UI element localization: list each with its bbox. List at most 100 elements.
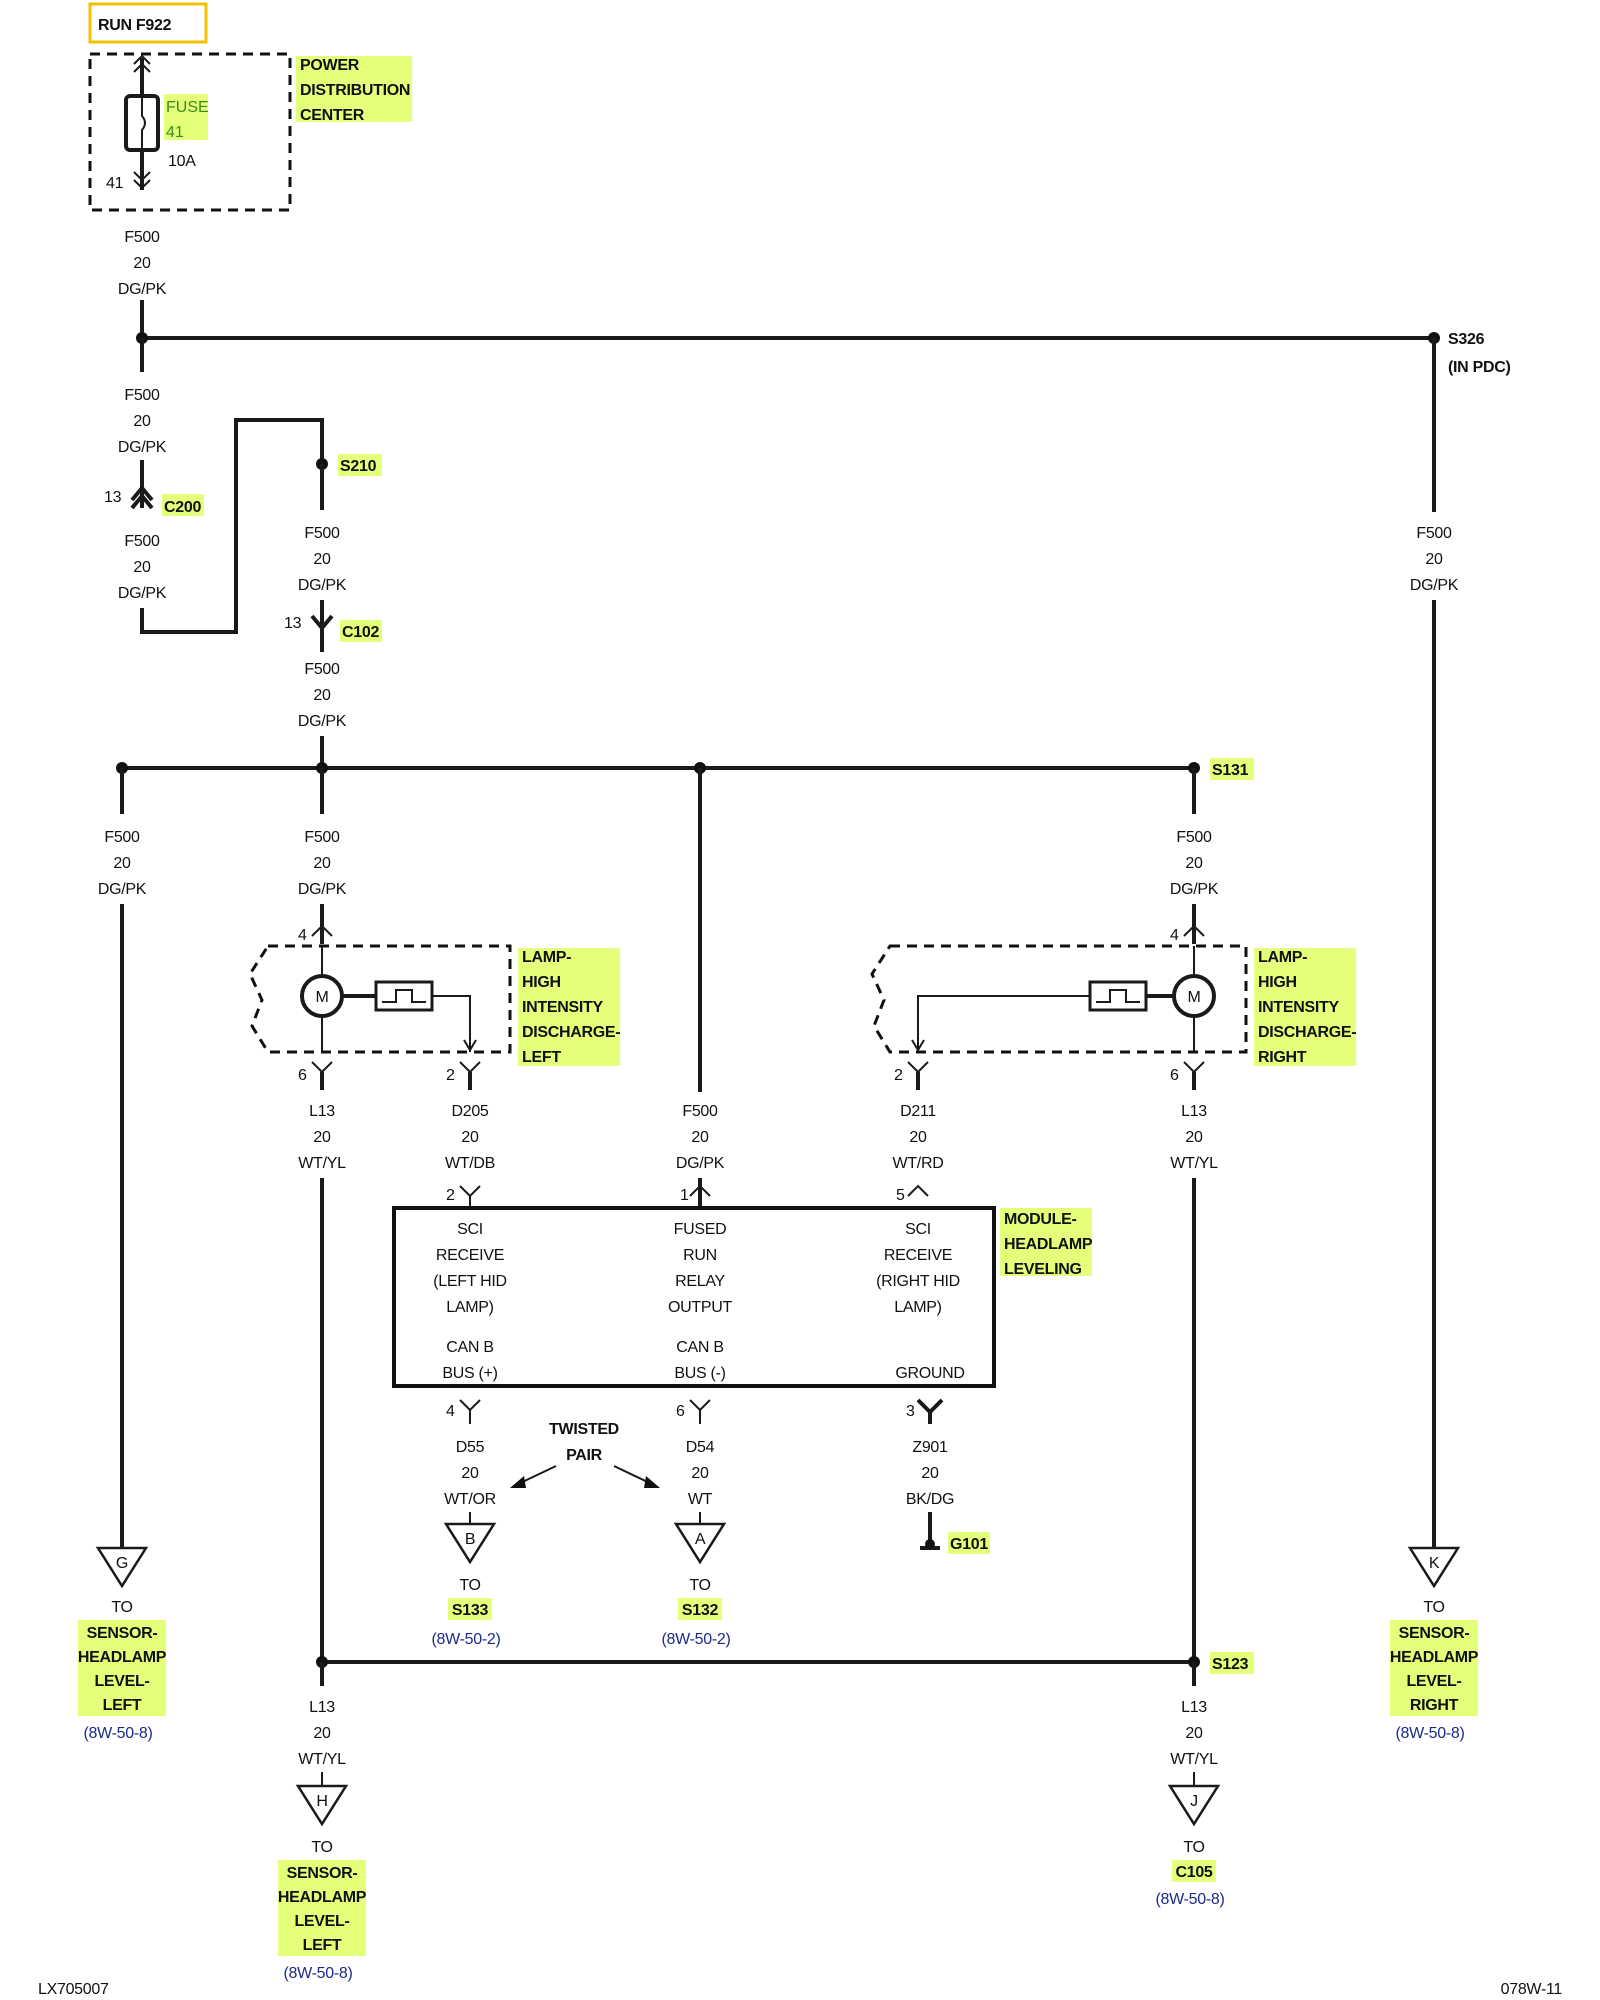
terminal-k-dest-2: HEADLAMP: [1390, 1649, 1479, 1666]
module-can-plus-1: CAN B: [446, 1339, 493, 1356]
wire-label-gauge: 20: [313, 1725, 331, 1742]
wire-label-color: DG/PK: [676, 1155, 725, 1172]
module-col-mid-3: RELAY: [675, 1273, 725, 1290]
s123-highlight: [1210, 1652, 1254, 1674]
lamp-left-internal-wire: [432, 995, 471, 1052]
terminal-g-dest-3: LEVEL-: [94, 1673, 149, 1690]
module-label-1: MODULE-: [1004, 1211, 1077, 1228]
module-label-2: HEADLAMP: [1004, 1236, 1093, 1253]
wire-label-circuit: D205: [451, 1103, 488, 1120]
wire-label-color: DG/PK: [98, 881, 147, 898]
terminal-h-dest-1: SENSOR-: [287, 1865, 358, 1882]
lamp-right-pin-top-icon: [1183, 924, 1205, 937]
module-pin-2-icon: [459, 1185, 481, 1206]
lamp-right-pin-top: 4: [1170, 927, 1179, 944]
fuse-label-highlight: [164, 94, 208, 140]
wire-label-color: DG/PK: [118, 585, 167, 602]
c200-highlight: [162, 494, 204, 516]
wire-label-color: DG/PK: [298, 577, 347, 594]
twisted-pair-arrowhead: [644, 1476, 660, 1488]
wire-label-color: WT/YL: [298, 1155, 346, 1172]
fuse-number: 41: [166, 124, 184, 141]
pdc-label-1: POWER: [300, 57, 360, 74]
lamp-left-box: [248, 944, 512, 1054]
pdc-label-highlight: [296, 56, 412, 122]
wire-label-color: WT/YL: [1170, 1155, 1218, 1172]
terminal-h-dest-2: HEADLAMP: [278, 1889, 367, 1906]
terminal-g-icon: [95, 1546, 149, 1589]
splice-s131-label: S131: [1212, 762, 1249, 779]
wire-label-gauge: 20: [313, 855, 331, 872]
wire-label-circuit: D55: [456, 1439, 485, 1456]
terminal-g-dest-1: SENSOR-: [87, 1625, 158, 1642]
module-label-3: LEVELING: [1004, 1261, 1082, 1278]
wire-label-circuit: F500: [124, 229, 160, 246]
lamp-right-label-1: LAMP-: [1258, 949, 1307, 966]
fuse-top-terminal: [133, 54, 151, 73]
terminal-g-dest-4: LEFT: [103, 1697, 142, 1714]
wire-label-gauge: 20: [691, 1465, 709, 1482]
fuse-cavity: 41: [106, 175, 124, 192]
wire-label-gauge: 20: [113, 855, 131, 872]
wire-label-color: DG/PK: [298, 713, 347, 730]
lamp-left-ballast-symbol: [382, 989, 426, 1003]
module-pin-6-icon: [689, 1399, 711, 1424]
terminal-j-icon: [1167, 1784, 1221, 1827]
lamp-left-label-2: HIGH: [522, 974, 561, 991]
wire-label-circuit: D54: [686, 1439, 715, 1456]
terminal-k-icon: [1407, 1546, 1461, 1589]
terminal-to: TO: [311, 1839, 332, 1856]
lamp-right-label-5: RIGHT: [1258, 1049, 1307, 1066]
lamp-right-pin-l13: 6: [1170, 1067, 1179, 1084]
module-pin-bottom-3: 3: [906, 1403, 915, 1420]
terminal-to: TO: [689, 1577, 710, 1594]
terminal-k-highlight: [1390, 1620, 1478, 1716]
module-col-left-1: SCI: [457, 1221, 483, 1238]
wire-label-color: WT: [688, 1491, 713, 1508]
wire-label-color: DG/PK: [1170, 881, 1219, 898]
terminal-b-icon: [443, 1522, 497, 1565]
terminal-h-ref: (8W-50-8): [283, 1965, 352, 1982]
wire-label-circuit: F500: [304, 661, 340, 678]
wire-label-color: WT/YL: [1170, 1751, 1218, 1768]
lamp-left-pin-l13-icon: [311, 1061, 333, 1074]
lamp-left-pin-top: 4: [298, 927, 307, 944]
splice-s326-label: S326: [1448, 331, 1485, 348]
module-col-right-2: RECEIVE: [884, 1247, 952, 1264]
terminal-j-letter: J: [1190, 1793, 1198, 1810]
terminal-j-dest: C105: [1175, 1864, 1212, 1881]
run-label-box: [88, 2, 208, 44]
wire-label-color: WT/OR: [444, 1491, 496, 1508]
terminal-k-dest-1: SENSOR-: [1399, 1625, 1470, 1642]
wire-label-gauge: 20: [1185, 1725, 1203, 1742]
lamp-left-ballast-icon: [374, 980, 434, 1012]
wire-label-color: BK/DG: [906, 1491, 954, 1508]
module-col-mid-2: RUN: [683, 1247, 717, 1264]
module-ground-label: GROUND: [895, 1365, 964, 1382]
wire-label-color: WT/YL: [298, 1751, 346, 1768]
terminal-k-dest-4: RIGHT: [1410, 1697, 1459, 1714]
module-col-right-4: LAMP): [894, 1299, 941, 1316]
wire-label-gauge: 20: [1425, 551, 1443, 568]
terminal-h-dest-4: LEFT: [303, 1937, 342, 1954]
lamp-left-pin-d205: 2: [446, 1067, 455, 1084]
terminal-to: TO: [111, 1599, 132, 1616]
connector-c102-icon: [310, 614, 334, 632]
wire-label-color: DG/PK: [118, 439, 167, 456]
connector-c200-icon: [130, 492, 154, 510]
terminal-a-ref: (8W-50-2): [661, 1631, 730, 1648]
terminal-k-dest-3: LEVEL-: [1406, 1673, 1461, 1690]
wire-label-circuit: L13: [309, 1103, 335, 1120]
module-pin-bottom-2: 6: [676, 1403, 685, 1420]
terminal-j-highlight: [1172, 1860, 1216, 1882]
lamp-right-pin-d211: 2: [894, 1067, 903, 1084]
lamp-right-label-4: DISCHARGE-: [1258, 1024, 1356, 1041]
module-can-plus-2: BUS (+): [442, 1365, 497, 1382]
wire-label-gauge: 20: [133, 559, 151, 576]
c102-highlight: [340, 620, 382, 642]
fuse-name: FUSE: [166, 99, 209, 116]
module-can-minus-1: CAN B: [676, 1339, 723, 1356]
lamp-left-pin-l13: 6: [298, 1067, 307, 1084]
